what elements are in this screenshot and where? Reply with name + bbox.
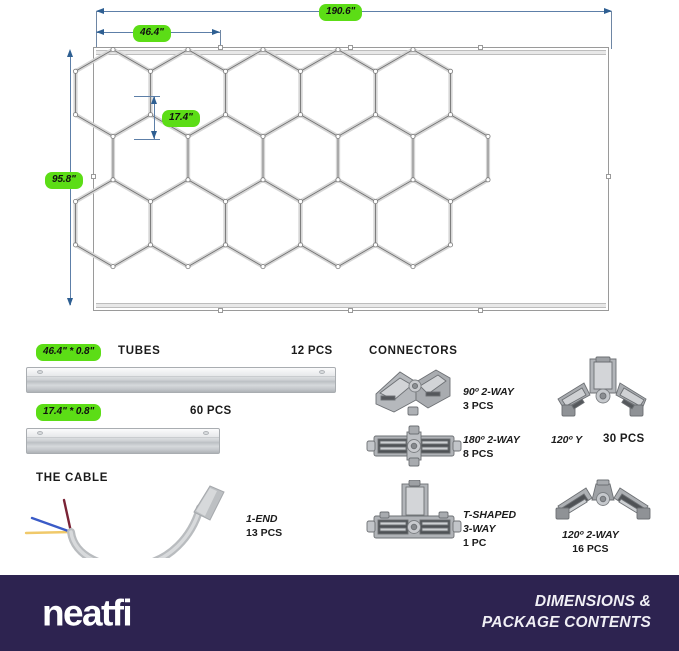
tube-large-size-badge: 46.4" * 0.8" xyxy=(36,344,102,361)
connector-120-y-label: 120º Y xyxy=(551,433,582,447)
tubes-section-title: TUBES xyxy=(118,345,161,357)
overall-height-badge: 95.8" xyxy=(45,172,83,189)
connector-t-shaped-name2: 3-WAY xyxy=(463,523,496,536)
hex-side-badge: 17.4" xyxy=(162,110,200,127)
overall-width-badge: 190.6" xyxy=(319,4,363,21)
tube-large-render xyxy=(26,367,336,393)
connector-t-shaped-qty: 1 PC xyxy=(463,537,487,550)
tube-small-size-badge: 17.4" * 0.8" xyxy=(36,404,102,421)
connector-180-2way-label: 180º 2-WAY 8 PCS xyxy=(463,433,520,461)
hex-span-badge: 46.4" xyxy=(133,25,171,42)
footer-title: DIMENSIONS & PACKAGE CONTENTS xyxy=(482,592,651,634)
connector-180-2way-qty: 8 PCS xyxy=(463,448,494,461)
cable-type-label: 1-END 13 PCS xyxy=(246,512,282,540)
connector-120-2way-name: 120º 2-WAY xyxy=(562,529,619,541)
connector-180-2way-render xyxy=(366,425,462,467)
tube-large-qty: 12 PCS xyxy=(291,345,333,357)
connector-120-y-qty: 30 PCS xyxy=(603,433,645,445)
footer-title-line2: PACKAGE CONTENTS xyxy=(481,614,651,631)
cable-render xyxy=(24,485,225,558)
connector-90-2way-name: 90º 2-WAY xyxy=(463,386,514,398)
cable-section-title: THE CABLE xyxy=(36,472,109,484)
cable-qty: 13 PCS xyxy=(246,527,283,540)
connector-t-shaped-render xyxy=(366,480,462,539)
connector-90-2way-label: 90º 2-WAY 3 PCS xyxy=(463,385,514,413)
connector-120-2way-render xyxy=(555,479,651,520)
cable-type: 1-END xyxy=(246,513,278,525)
footer-title-line1: DIMENSIONS & xyxy=(534,593,651,611)
connector-120-2way-qty: 16 PCS xyxy=(572,543,609,556)
tube-small-render xyxy=(26,428,220,454)
connectors-section-title: CONNECTORS xyxy=(369,345,458,357)
connector-120-y-name: 120º Y xyxy=(551,434,583,446)
brand-logo: neatfi xyxy=(42,592,133,634)
connector-120-2way-label: 120º 2-WAY 16 PCS xyxy=(562,528,619,556)
connector-120-y-render xyxy=(557,356,647,417)
connector-t-shaped-name: T-SHAPED xyxy=(463,509,517,521)
connector-90-2way-render xyxy=(375,369,451,416)
footer-banner: neatfi DIMENSIONS & PACKAGE CONTENTS xyxy=(0,575,679,651)
hexagon-light-grid xyxy=(73,47,491,270)
ceiling-frame xyxy=(91,45,611,313)
tube-small-qty: 60 PCS xyxy=(190,405,232,417)
connector-90-2way-qty: 3 PCS xyxy=(463,400,494,413)
connector-180-2way-name: 180º 2-WAY xyxy=(463,434,520,446)
connector-t-shaped-label: T-SHAPED 3-WAY 1 PC xyxy=(463,508,516,551)
